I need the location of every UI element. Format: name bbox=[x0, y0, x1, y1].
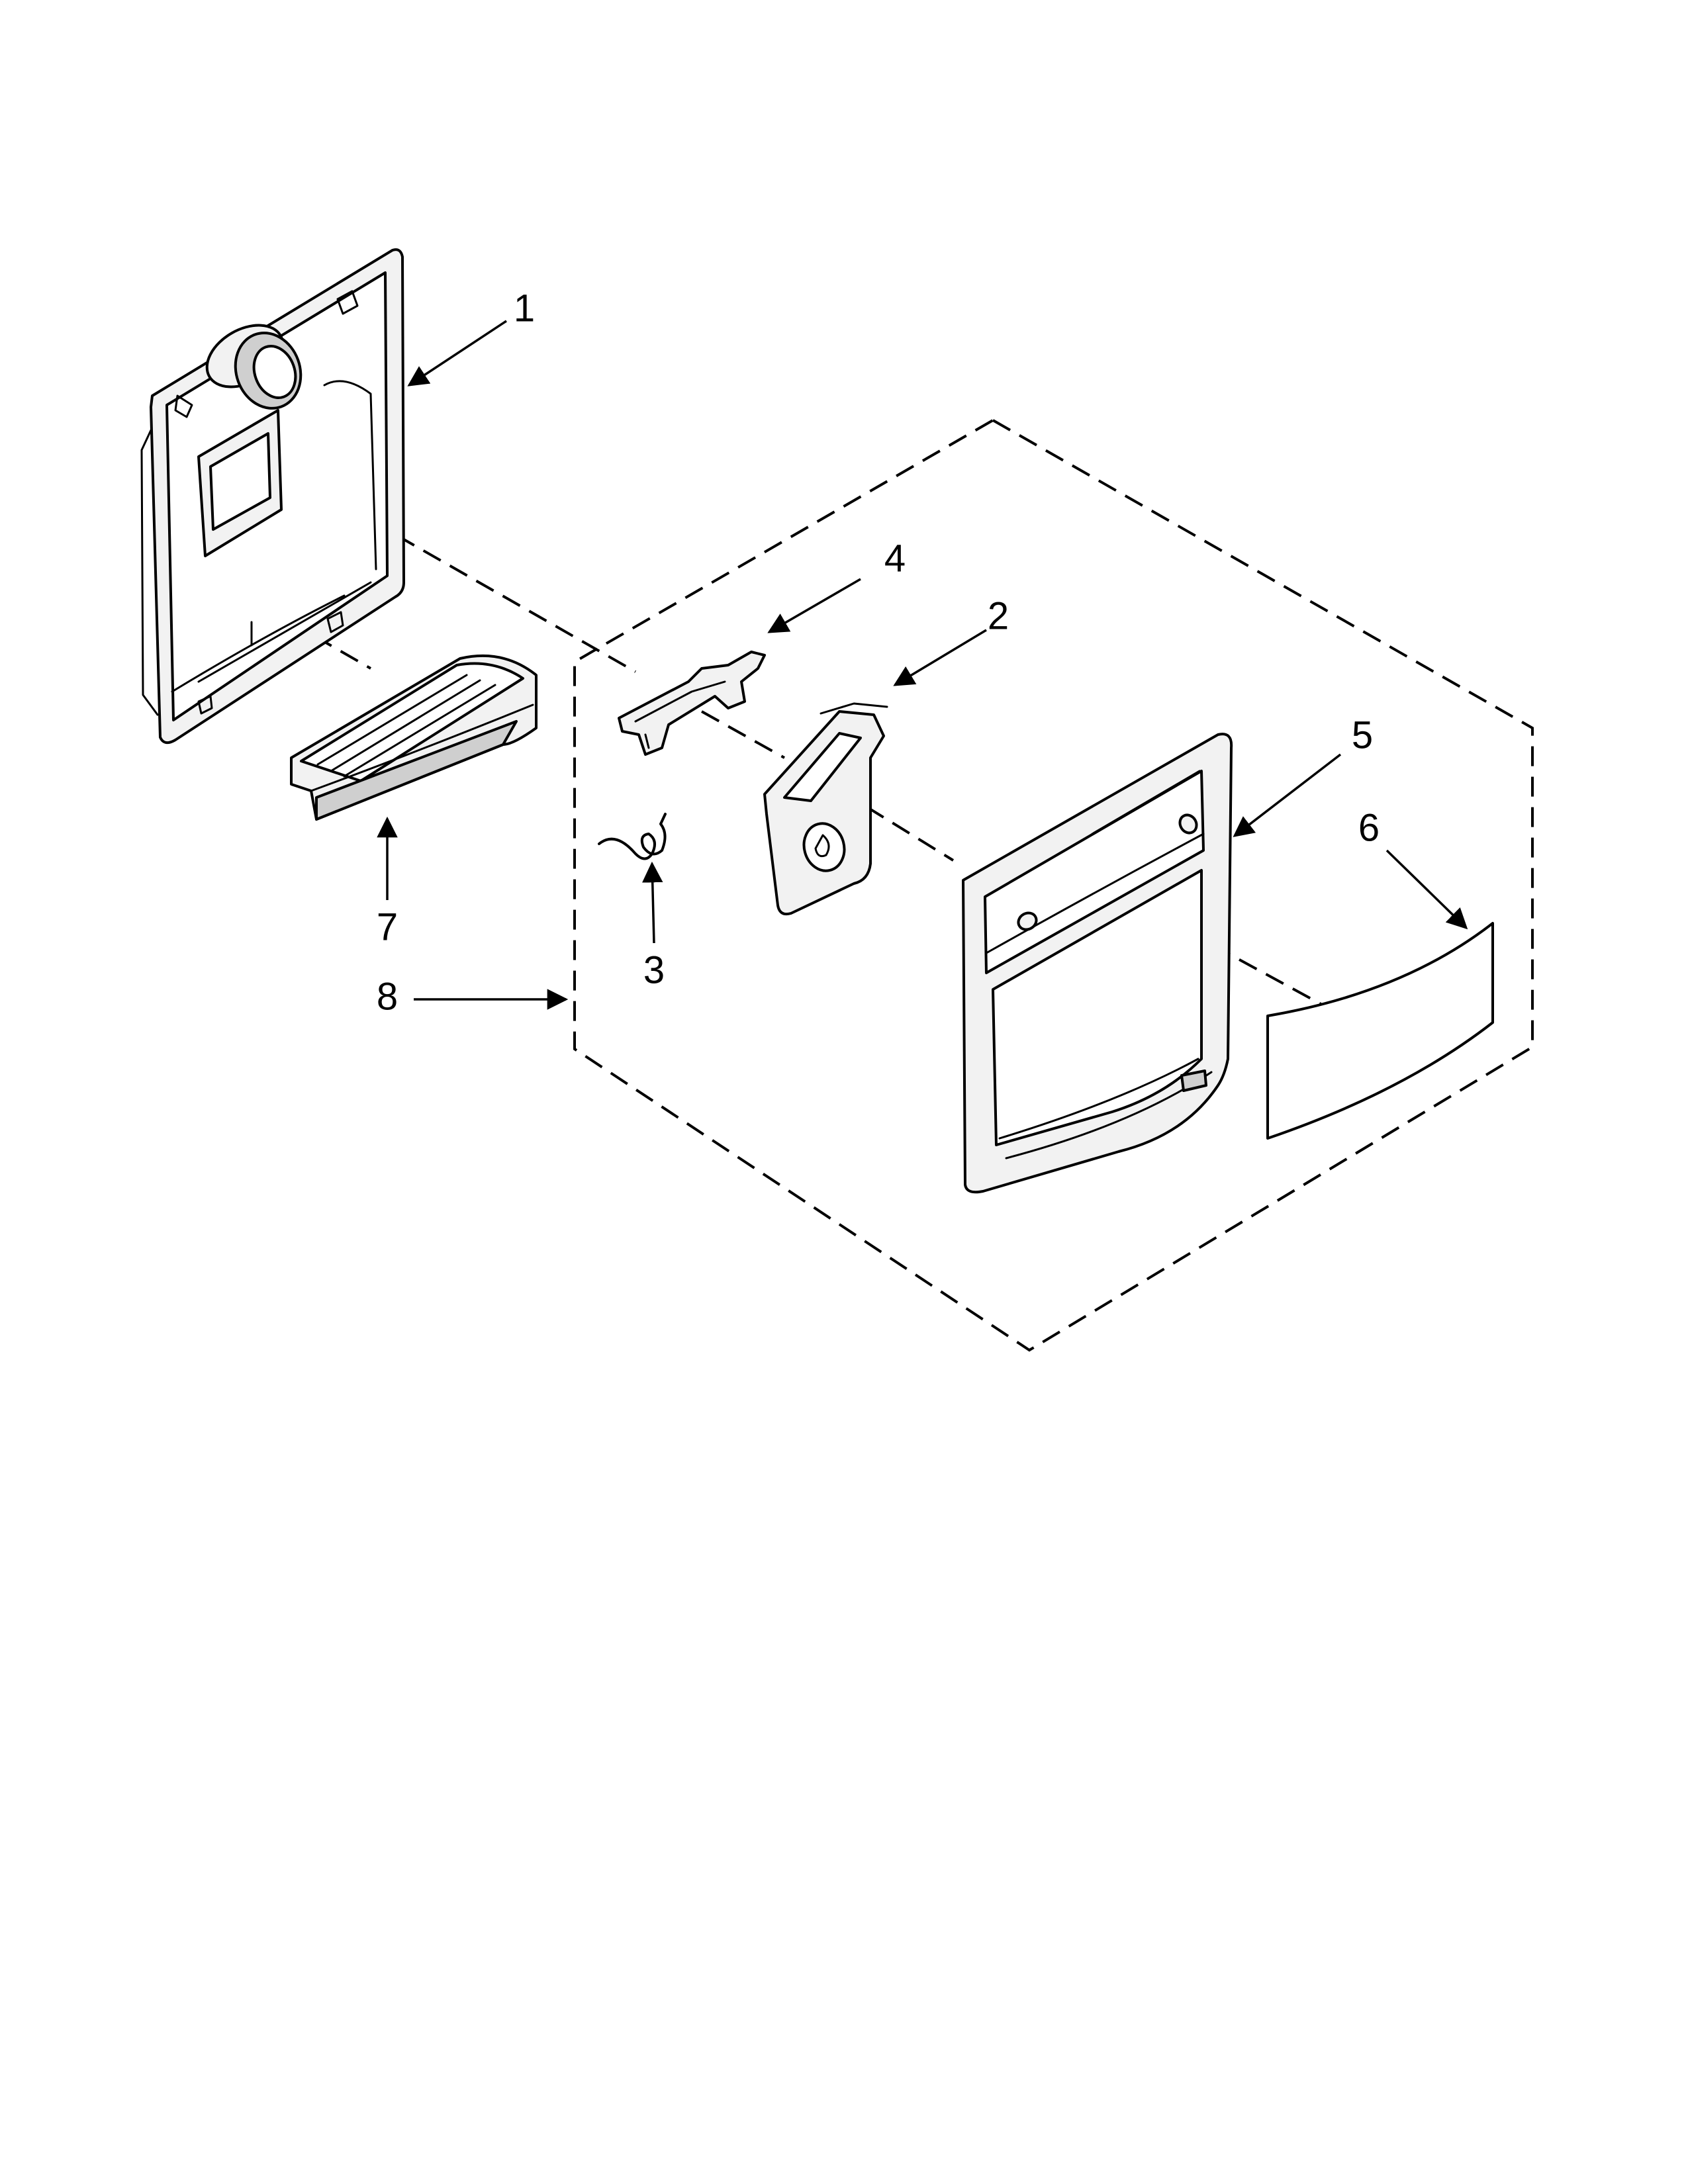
callout-7: 7 bbox=[377, 905, 398, 948]
callout-2: 2 bbox=[988, 594, 1009, 637]
callout-3: 3 bbox=[643, 948, 665, 991]
leader-lines bbox=[377, 320, 1468, 1010]
callout-labels: 1 4 2 5 6 7 3 8 bbox=[377, 287, 1380, 1018]
label-panel-part bbox=[1266, 922, 1494, 1140]
drip-tray-part bbox=[290, 654, 538, 821]
actuator-paddle-part bbox=[763, 702, 888, 916]
callout-6: 6 bbox=[1358, 806, 1380, 849]
spring-part bbox=[598, 813, 667, 860]
callout-4: 4 bbox=[884, 537, 906, 580]
callout-1: 1 bbox=[514, 287, 535, 330]
dispenser-front-part bbox=[962, 733, 1233, 1194]
assembly-boundary-dashed bbox=[573, 418, 1534, 1352]
callout-5: 5 bbox=[1352, 713, 1373, 756]
callout-8: 8 bbox=[377, 975, 398, 1018]
actuator-bracket-part bbox=[618, 651, 766, 756]
dispenser-housing-part bbox=[140, 248, 405, 745]
